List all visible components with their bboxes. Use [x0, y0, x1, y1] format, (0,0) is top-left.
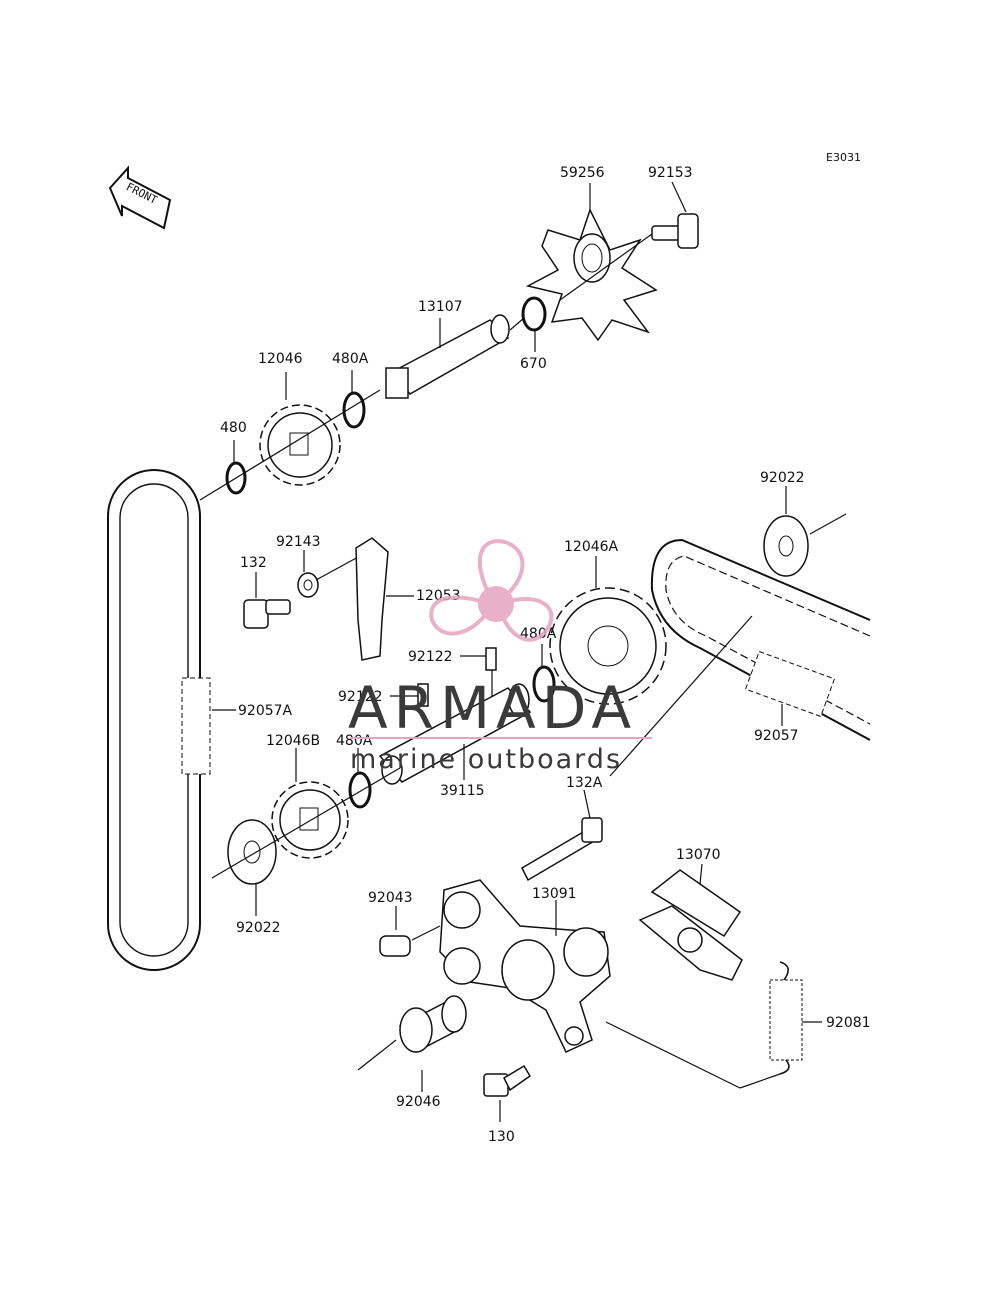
lever-12053: [355, 537, 414, 661]
label-92043: 92043: [368, 890, 413, 906]
bolt-132: [243, 572, 291, 629]
label-92122-a: 92122: [408, 649, 453, 665]
label-92081: 92081: [826, 1015, 871, 1031]
label-39115: 39115: [440, 783, 485, 799]
label-12053: 12053: [416, 588, 461, 604]
bolt-92153: [559, 181, 699, 301]
circlip-480: [199, 389, 381, 501]
label-59256: 59256: [560, 165, 605, 181]
bolt-130: [483, 1064, 532, 1122]
label-92022-right: 92022: [760, 470, 805, 486]
shaft-13107: [385, 314, 525, 399]
washer-92143: [297, 550, 361, 598]
label-92057: 92057: [754, 728, 799, 744]
shaft-39115: [378, 683, 532, 785]
diagram-code: E3031: [826, 151, 861, 164]
front-arrow-icon: FRONT: [108, 165, 172, 230]
watermark-tagline: marine outboards: [350, 744, 622, 775]
sprocket-12046A: [549, 556, 667, 705]
circlip-480A-top: [342, 370, 366, 429]
guide-13070: [638, 863, 743, 981]
key-92122-b: [390, 683, 429, 707]
label-13070: 13070: [676, 847, 721, 863]
label-12046B: 12046B: [266, 733, 320, 749]
watermark: ARMADA marine outboards: [348, 539, 652, 775]
rotor-59256: [525, 183, 658, 342]
label-92022-left: 92022: [236, 920, 281, 936]
label-92122-b: 92122: [338, 689, 383, 705]
label-12046: 12046: [258, 351, 303, 367]
label-92143: 92143: [276, 534, 321, 550]
propeller-logo-icon: [429, 539, 554, 642]
label-92057A: 92057A: [238, 703, 293, 719]
washer-92022-left: [211, 767, 401, 916]
watermark-brand: ARMADA: [348, 674, 637, 742]
label-92046: 92046: [396, 1094, 441, 1110]
tensioner-arm-13091: [439, 879, 611, 1053]
circlip-480A-mid: [532, 644, 556, 703]
label-13107: 13107: [418, 299, 463, 315]
bearing-92046: [357, 995, 467, 1092]
drive-chain-right: [650, 538, 871, 741]
pin-92043: [379, 906, 441, 957]
label-132: 132: [240, 555, 267, 571]
label-13091: 13091: [532, 886, 577, 902]
label-92153: 92153: [648, 165, 693, 181]
label-130: 130: [488, 1129, 515, 1145]
drive-chain-left: [107, 469, 236, 971]
label-480A-top: 480A: [332, 351, 369, 367]
sprocket-12046: [259, 372, 341, 486]
spring-92081: [605, 961, 822, 1089]
part-labels: 59256 92153 13107 670 12046 480A 480 920…: [220, 165, 871, 1145]
washer-92022-right: [609, 486, 847, 777]
o-ring-670: [521, 296, 547, 352]
label-12046A: 12046A: [564, 539, 619, 555]
bolt-132A: [521, 789, 603, 882]
label-670: 670: [520, 356, 547, 372]
label-480: 480: [220, 420, 247, 436]
label-132A: 132A: [566, 775, 603, 791]
sprocket-12046B: [271, 748, 349, 859]
circlip-480A-low: [348, 748, 372, 809]
